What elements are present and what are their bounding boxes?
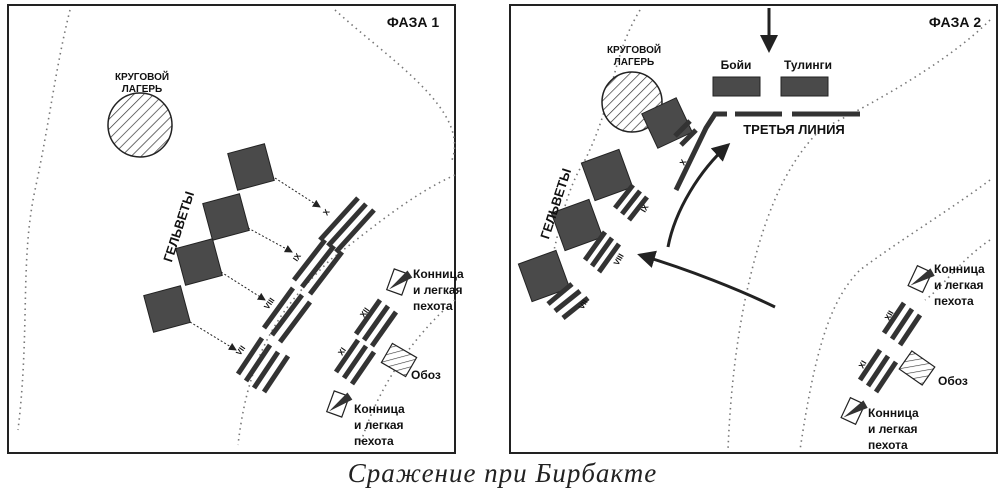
phase1-legions-rear [333,298,399,386]
phase1-cavalry-top-3: пехота [413,299,453,313]
helvetii-block [202,193,250,241]
helvetii-block [641,97,693,149]
phase1-camp-label-1: КРУГОВОЙ [115,70,169,83]
phase2-camp-label-1: КРУГОВОЙ [607,43,661,56]
phase2-cavalry-top [907,264,935,294]
phase1-cavalry-top-2: и легкая [413,283,463,297]
phase1-cavalry-top-1: Конница [413,267,464,281]
phase2-panel: ФАЗА 2 КРУГОВОЙ ЛАГЕРЬ Бойи Тулинги ТРЕТ… [509,4,998,454]
phase1-cavalry-top [385,268,413,296]
phase2-cavalry-bottom-2: и легкая [868,422,918,436]
phase2-legion-xi: XI [857,359,869,370]
phase2-legion-x: X [678,157,689,167]
phase1-terrain [17,9,456,446]
phase1-helvetii [143,143,275,333]
phase2-third-line [673,111,860,192]
phase2-tulingi-block [780,76,829,97]
phase1-camp-label-2: ЛАГЕРЬ [122,84,162,95]
phase2-cavalry-top-3: пехота [934,294,974,308]
phase2-legion-ix: IX [639,202,651,214]
phase1-cavalry-bottom-3: пехота [354,434,394,448]
phase1-title: ФАЗА 1 [387,14,439,30]
phase2-camp-label-2: ЛАГЕРЬ [614,57,654,68]
phase2-cavalry-bottom-3: пехота [868,438,908,452]
phase2-boii-block [712,76,761,97]
helvetii-block [143,285,191,333]
phase2-legions-rear [857,301,923,394]
phase2-cavalry-bottom [840,396,868,426]
phase1-camp [107,92,173,158]
phase2-legions-front [546,119,698,320]
phase2-baggage-label: Обоз [938,374,968,388]
phase1-cavalry-bottom-2: и легкая [354,418,404,432]
phase2-legion-vii: VII [577,298,590,311]
phase2-cavalry-bottom-1: Конница [868,406,919,420]
phase1-baggage-label: Обоз [411,368,441,382]
helvetii-block [580,148,634,202]
phase1-cavalry-bottom [325,390,353,418]
phase2-movement-arrows [637,143,776,309]
phase2-boii-label: Бойи [721,58,752,72]
phase1-legion-xi: XI [336,346,348,357]
phase1-legion-x: X [321,207,332,217]
phase2-legion-xii: XII [883,309,896,322]
helvetii-block [175,238,223,286]
phase1-legion-ix: IX [291,251,303,263]
phase2-helvetii [517,97,693,303]
phase2-baggage [898,350,936,386]
phase1-attack-arrows [189,177,321,351]
helvetii-block [517,249,571,303]
phase2-third-line-label: ТРЕТЬЯ ЛИНИЯ [743,122,845,137]
phase2-cavalry-top-1: Конница [934,262,985,276]
figure-caption: Сражение при Бирбакте [347,458,658,488]
phase1-cavalry-bottom-1: Конница [354,402,405,416]
phase2-tulingi-label: Тулинги [784,58,832,72]
phase1-legions-front [235,196,376,394]
phase2-cavalry-top-2: и легкая [934,278,984,292]
phase2-title: ФАЗА 2 [929,14,981,30]
phase1-baggage [380,342,418,378]
phase1-panel: КРУГОВОЙ ЛАГЕРЬ ФАЗА 1 ГЕЛЬВЕТЫ [7,4,464,454]
helvetii-block [227,143,275,191]
phase2-terrain [539,9,991,451]
helvetii-block [550,198,604,252]
